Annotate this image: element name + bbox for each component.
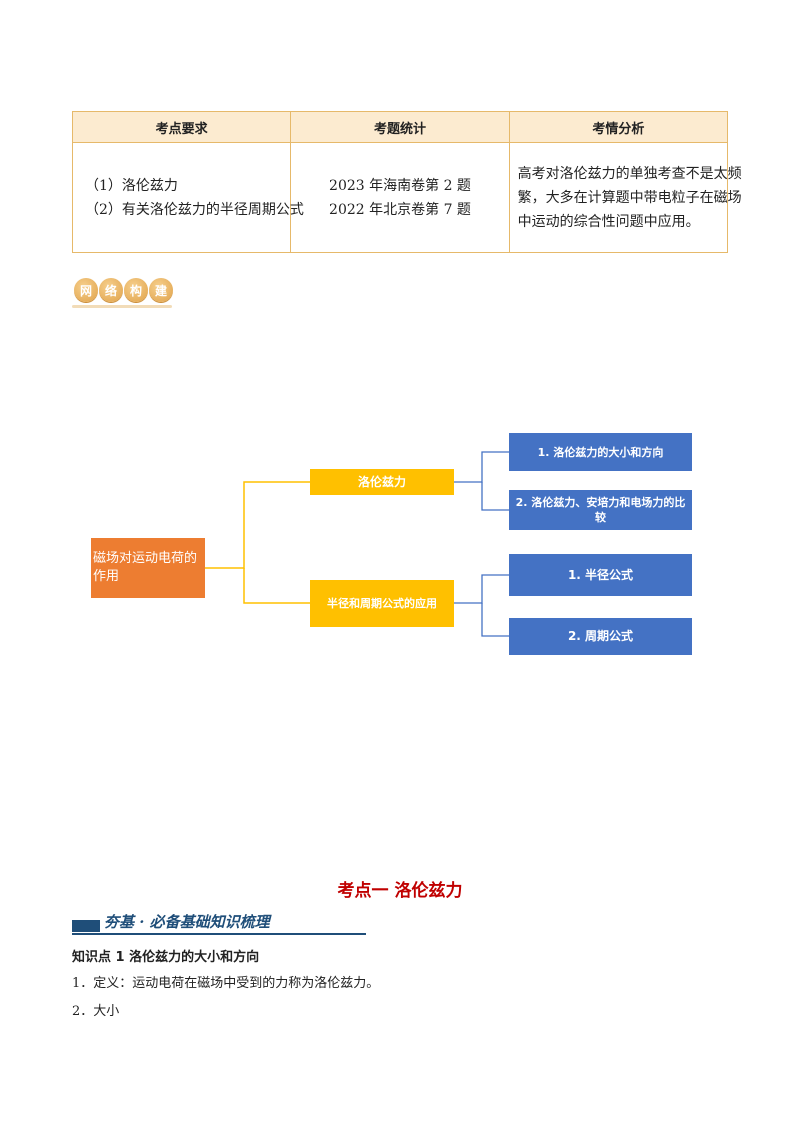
paragraph: 2．大小 [72, 1004, 120, 1019]
section-banner: 夯基 · 必备基础知识梳理 [72, 910, 366, 936]
analysis-line: 高考对洛伦兹力的单独考查不是太频 [517, 165, 742, 182]
analysis-line: 中运动的综合性问题中应用。 [517, 213, 700, 230]
statistics-item: 2023 年海南卷第 2 题 [329, 177, 471, 194]
badge-underline [72, 305, 172, 308]
mindmap-leaf: 1. 半径公式 [509, 554, 692, 596]
mindmap-leaf: 1. 洛伦兹力的大小和方向 [509, 433, 692, 471]
requirements-cell: （1）洛伦兹力 （2）有关洛伦兹力的半径周期公式 [71, 142, 304, 253]
header-requirements: 考点要求 [71, 111, 292, 143]
mindmap-branch-lorentz: 洛伦兹力 [310, 469, 454, 495]
paragraph: 1．定义：运动电荷在磁场中受到的力称为洛伦兹力。 [72, 976, 380, 991]
requirement-item: （2）有关洛伦兹力的半径周期公式 [85, 201, 304, 218]
badge-char: 网 [74, 278, 98, 302]
statistics-item: 2022 年北京卷第 7 题 [329, 201, 471, 218]
badge-char: 建 [149, 278, 173, 302]
requirement-item: （1）洛伦兹力 [85, 177, 178, 194]
statistics-cell: 2023 年海南卷第 2 题 2022 年北京卷第 7 题 [290, 142, 510, 253]
exam-requirements-table: 考点要求 考题统计 考情分析 （1）洛伦兹力 （2）有关洛伦兹力的半径周期公式 … [71, 111, 742, 253]
badge-char: 构 [124, 278, 148, 302]
analysis-line: 繁，大多在计算题中带电粒子在磁场 [517, 189, 742, 206]
badge-char: 络 [99, 278, 123, 302]
mindmap-branch-radius-period: 半径和周期公式的应用 [310, 580, 454, 627]
network-badge: 网 络 构 建 [74, 278, 173, 302]
mindmap-leaf: 2. 洛伦兹力、安培力和电场力的比较 [509, 490, 692, 530]
banner-underline [72, 933, 366, 935]
section-title: 考点一 洛伦兹力 [337, 881, 463, 901]
banner-text: 夯基 · 必备基础知识梳理 [104, 913, 270, 931]
knowledge-point-title: 知识点 1 洛伦兹力的大小和方向 [72, 950, 260, 965]
banner-bar [72, 920, 100, 932]
mindmap-root: 磁场对运动电荷的作用 [91, 538, 205, 598]
mindmap-leaf: 2. 周期公式 [509, 618, 692, 655]
analysis-cell: 高考对洛伦兹力的单独考查不是太频 繁，大多在计算题中带电粒子在磁场 中运动的综合… [508, 142, 742, 253]
